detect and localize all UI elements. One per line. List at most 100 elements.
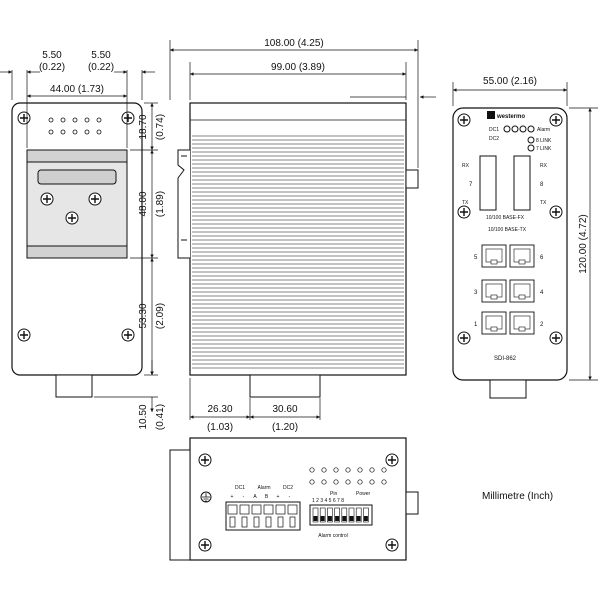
bottom-view-connector bbox=[405, 491, 419, 515]
terminal-sign: B bbox=[265, 494, 269, 500]
dim-rear-foot-in: (0.41) bbox=[155, 404, 166, 430]
terminal-slot bbox=[253, 516, 260, 528]
side-view-dim-lines bbox=[169, 40, 436, 420]
tx-port-4: 4 bbox=[509, 279, 544, 303]
tx-port-2: 2 bbox=[509, 311, 544, 335]
dip-switch bbox=[327, 507, 333, 523]
bottom-led bbox=[357, 467, 363, 473]
tx-port-5: 5 bbox=[474, 244, 507, 268]
model-name: SDI-862 bbox=[494, 356, 517, 362]
bottom-view-led-rows bbox=[309, 467, 387, 485]
dim-side-bottom-left-mm: 26.30 bbox=[207, 404, 232, 415]
din-rail-top-edge bbox=[26, 149, 128, 163]
bottom-view-screw-tr bbox=[385, 453, 399, 467]
terminal-sign: - bbox=[289, 494, 291, 500]
bottom-led bbox=[309, 467, 315, 473]
tx-port-3: 3 bbox=[474, 279, 507, 303]
led-alarm bbox=[519, 125, 527, 133]
dim-rear-bottom-mm: 53.30 bbox=[138, 303, 149, 328]
led-7link bbox=[527, 144, 535, 152]
dim-rear-mid-mm: 48.00 bbox=[138, 191, 149, 216]
front-view-screw-br bbox=[549, 331, 563, 345]
fx-port-7 bbox=[479, 155, 497, 211]
dip-switch-cells bbox=[312, 507, 369, 523]
rear-view-dim-lines bbox=[0, 70, 158, 412]
dip-power-label: Power bbox=[356, 491, 371, 497]
fx-rx-right: RX bbox=[540, 163, 548, 169]
tx-label: 10/100 BASE-TX bbox=[488, 227, 527, 233]
tx-port-number: 6 bbox=[540, 255, 544, 261]
din-rail-screw-left bbox=[40, 192, 54, 206]
front-view-screw-tl bbox=[457, 113, 471, 127]
dip-switch-block bbox=[309, 504, 373, 526]
dim-front-width: 55.00 (2.16) bbox=[483, 76, 537, 87]
dip-switch bbox=[348, 507, 355, 523]
tx-port-1: 1 bbox=[474, 311, 507, 335]
dim-left-margin-right-mm: 5.50 bbox=[91, 50, 111, 61]
led-dc1 bbox=[503, 125, 511, 133]
terminal-slot bbox=[289, 516, 296, 528]
terminal-slot bbox=[277, 516, 284, 528]
dip-switch bbox=[319, 507, 326, 523]
din-rail-tab bbox=[37, 169, 117, 185]
side-view: 108.00 (4.25) 99.00 (3.89) 26.30 (1.03) … bbox=[169, 38, 436, 433]
dip-pin-numbers: 1 2 3 4 5 6 7 8 bbox=[312, 498, 344, 504]
bottom-view-screw-br bbox=[385, 538, 399, 552]
terminal-label-dc2: DC2 bbox=[283, 485, 293, 491]
dim-side-bottom-right-in: (1.20) bbox=[272, 422, 298, 433]
dip-switch-lever bbox=[363, 516, 368, 521]
front-view: westermo DC1 DC2 Alarm 8 LINK 7 LINK RX … bbox=[452, 76, 598, 399]
dip-switch-lever bbox=[356, 516, 361, 521]
dim-top-side-body: 99.00 (3.89) bbox=[271, 62, 325, 73]
terminal-screw bbox=[263, 504, 274, 515]
rear-view-vent-holes bbox=[48, 117, 102, 135]
led-label-dc1: DC1 bbox=[489, 127, 499, 133]
bottom-view-din-clip bbox=[169, 449, 191, 561]
tx-port-number: 2 bbox=[540, 322, 544, 328]
dim-left-margin-left-inch: (0.22) bbox=[39, 62, 65, 73]
tx-port-6: 6 bbox=[509, 244, 544, 268]
led-label-7link: 7 LINK bbox=[536, 146, 552, 152]
terminal-label-dc1: DC1 bbox=[235, 485, 245, 491]
bottom-led bbox=[381, 467, 387, 473]
bottom-view-body bbox=[189, 437, 407, 561]
rear-view-foot bbox=[55, 374, 93, 398]
front-view-screw-bl bbox=[457, 331, 471, 345]
din-rail-clip bbox=[26, 149, 128, 259]
bottom-led bbox=[309, 479, 315, 485]
brand-name: westermo bbox=[496, 114, 525, 120]
tx-port-latch bbox=[518, 326, 526, 332]
rear-view: 5.50 (0.22) 5.50 (0.22) 44.00 (1.73) 18.… bbox=[0, 50, 166, 430]
dim-rear-top-in: (0.74) bbox=[155, 114, 166, 140]
led-label-alarm: Alarm bbox=[537, 127, 550, 133]
ground-icon-glyph bbox=[202, 493, 210, 502]
bottom-view-screw-bl bbox=[198, 538, 212, 552]
dim-front-height: 120.00 (4.72) bbox=[578, 214, 589, 274]
terminal-sign: + bbox=[277, 494, 280, 500]
fx-port-8 bbox=[513, 155, 531, 211]
tx-port-latch bbox=[518, 259, 526, 265]
rear-view-screw-tl bbox=[17, 111, 31, 125]
fx-port-number-7: 7 bbox=[469, 182, 473, 188]
bottom-led bbox=[345, 467, 351, 473]
dim-rear-bottom-in: (2.09) bbox=[155, 303, 166, 329]
din-rail-bottom-edge bbox=[26, 245, 128, 259]
dim-left-inner-width: 44.00 (1.73) bbox=[50, 84, 104, 95]
fx-tx-right: TX bbox=[540, 200, 547, 206]
terminal-screw bbox=[287, 504, 298, 515]
dip-switch bbox=[355, 507, 362, 523]
terminal-label-alarm: Alarm bbox=[257, 485, 270, 491]
rear-view-screw-bl bbox=[17, 328, 31, 342]
bottom-led bbox=[345, 479, 351, 485]
brand-logo-icon bbox=[487, 111, 495, 119]
terminal-sign: A bbox=[253, 494, 257, 500]
bottom-led bbox=[381, 479, 387, 485]
dip-switch-lever bbox=[313, 516, 318, 521]
front-view-dim-lines bbox=[452, 82, 598, 381]
dip-switch-lever bbox=[349, 516, 354, 521]
led-alarm-2 bbox=[527, 125, 535, 133]
terminal-screw bbox=[275, 504, 286, 515]
front-view-screw-mr bbox=[549, 205, 563, 219]
